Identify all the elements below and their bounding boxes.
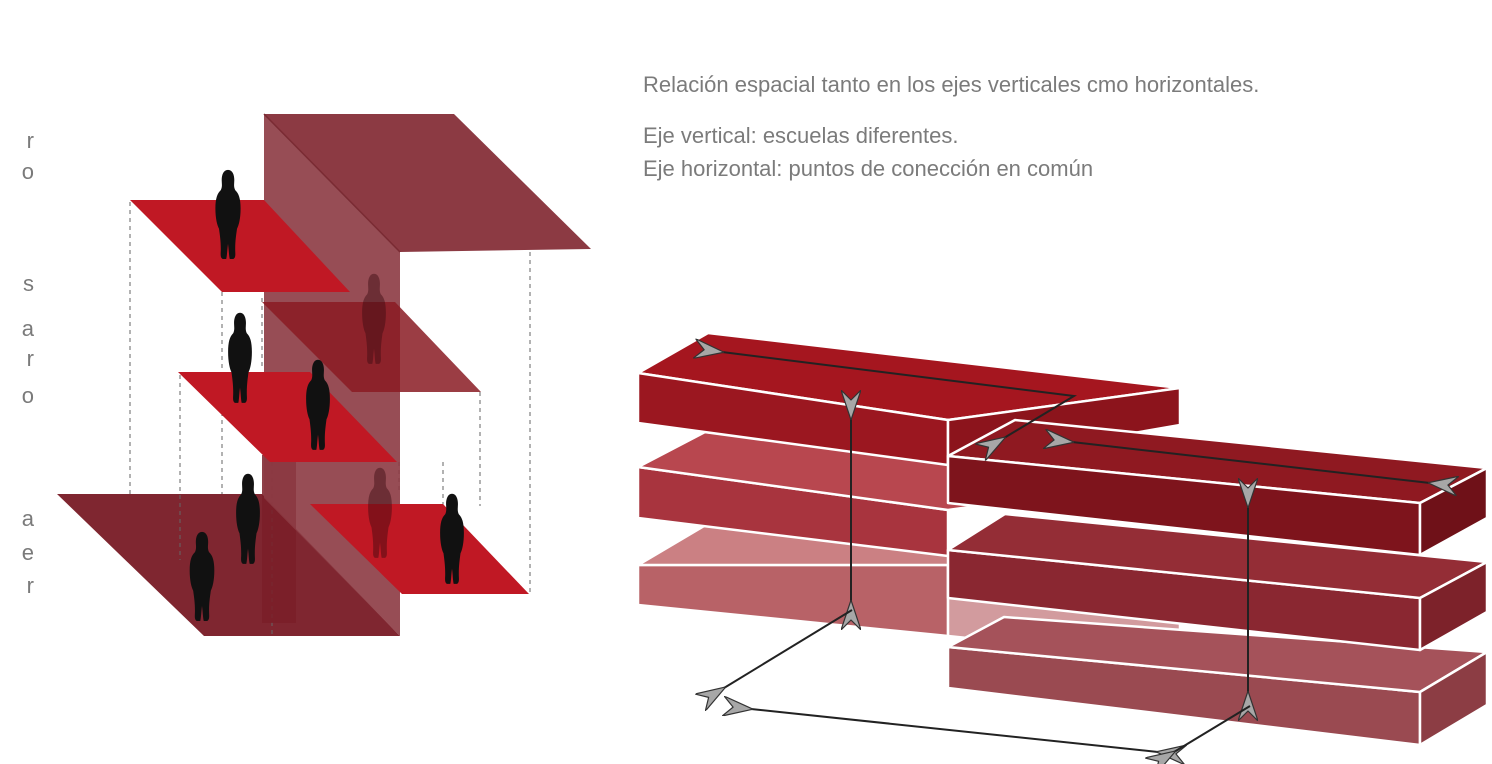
base-plane [57, 494, 400, 636]
intro-paragraph: Relación espacial tanto en los ejes vert… [643, 72, 1260, 97]
horizontal-axis-text: Eje horizontal: puntos de conección en c… [643, 156, 1094, 181]
left-text-fragment: r [26, 346, 34, 371]
left-text-fragment: a [21, 506, 34, 531]
axis-description: Eje vertical: escuelas diferentes. Eje h… [643, 119, 1487, 185]
single-arrow-icon [724, 609, 853, 688]
cropped-left-text: r o s a r o a e r [0, 0, 40, 764]
double-arrow-icon [1072, 442, 1430, 483]
left-text-fragment: r [26, 573, 34, 598]
block-right-bottom [946, 615, 1489, 747]
top-roof-plane [264, 114, 591, 252]
left-text-fragment: o [21, 159, 34, 184]
plate-middle-left [178, 372, 397, 462]
left-text-fragment: s [23, 271, 34, 296]
left-text-fragment: o [21, 383, 34, 408]
plate-lower-right [310, 504, 529, 594]
left-text-fragment: r [26, 128, 34, 153]
double-arrow-icon [722, 352, 1077, 438]
vertical-axis-text: Eje vertical: escuelas diferentes. [643, 123, 959, 148]
left-text-fragment: e [21, 540, 34, 565]
double-arrow-icon [751, 709, 1158, 752]
plate-upper-left [130, 200, 350, 292]
left-text-fragment: a [21, 316, 34, 341]
block-right-middle [946, 512, 1489, 652]
connection-arrows [722, 352, 1430, 752]
single-arrow-icon [1174, 705, 1251, 752]
description-text: Relación espacial tanto en los ejes vert… [643, 68, 1487, 185]
school-levels-diagram [57, 113, 591, 636]
